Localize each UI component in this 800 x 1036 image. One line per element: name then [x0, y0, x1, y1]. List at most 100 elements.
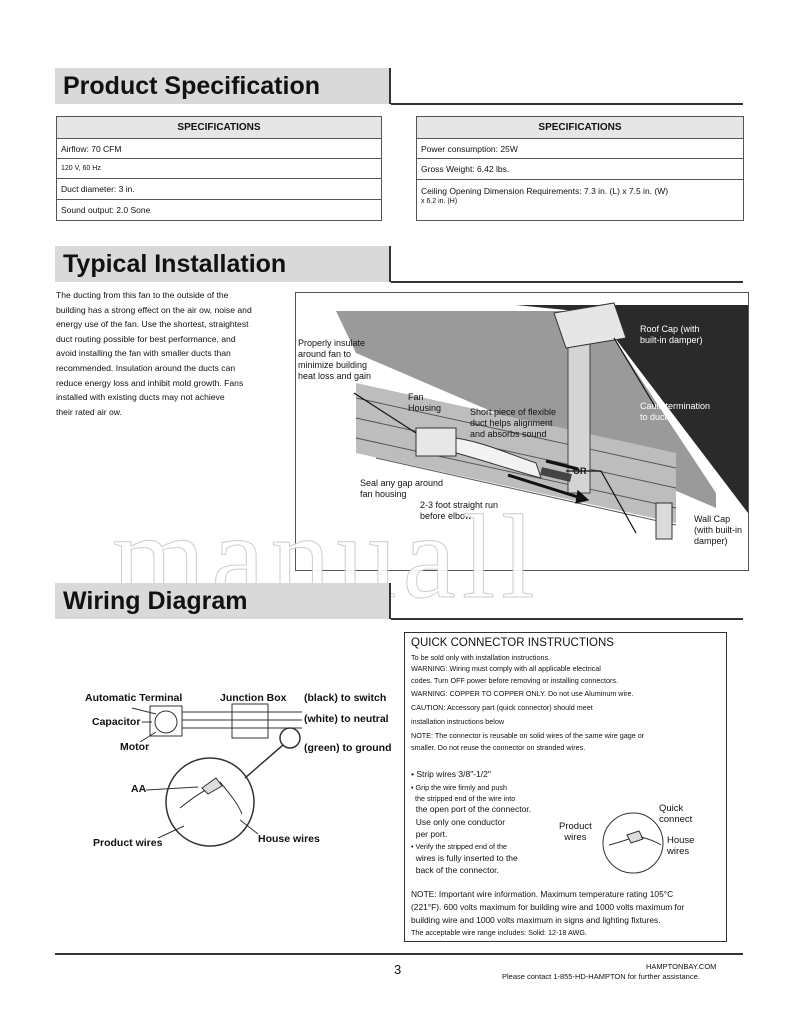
divider — [391, 281, 743, 283]
label-house-wires: House wires — [258, 833, 320, 845]
qc-note: The acceptable wire range includes: Soli… — [411, 928, 587, 937]
qc-step: the stripped end of the wire into — [411, 794, 516, 803]
callout-lines — [353, 337, 657, 534]
spec-table-header: SPECIFICATIONS — [417, 117, 743, 139]
qc-line: installation instructions below — [411, 717, 505, 726]
spec-row: Gross Weight: 6.42 lbs. — [417, 159, 743, 180]
qc-note: (221°F). 600 volts maximum for building … — [411, 902, 685, 912]
straight-run-duct — [540, 467, 572, 482]
spec-row: Ceiling Opening Dimension Requirements: … — [417, 180, 743, 221]
detail-leader — [244, 744, 284, 779]
qc-line: codes. Turn OFF power before removing or… — [411, 676, 618, 685]
attic-duct-illustration — [336, 302, 748, 540]
label-junction-box: Junction Box — [220, 692, 287, 704]
qc-step: wires is fully inserted to the — [411, 853, 518, 863]
label-caulk: Caulk termination to duct — [640, 401, 711, 422]
label-roof-cap: Roof Cap (with built-in damper) — [640, 324, 703, 345]
roof-cap — [553, 302, 627, 349]
section-header-product-specification: Product Specification — [55, 68, 391, 104]
quick-connect-figure — [602, 812, 664, 874]
quick-connector-instructions: QUICK CONNECTOR INSTRUCTIONS To be sold … — [404, 632, 727, 942]
label-white: (white) to neutral — [304, 713, 389, 725]
text-line: duct routing possible for best performan… — [56, 333, 236, 344]
flexible-duct — [455, 437, 542, 479]
section-header-typical-installation: Typical Installation — [55, 246, 391, 282]
label-seal: Seal any gap around fan housing — [360, 478, 444, 499]
qc-line: smaller. Do not reuse the connector on s… — [411, 743, 586, 752]
qc-line: WARNING: Wiring must comply with all app… — [411, 664, 601, 673]
section-title: Typical Installation — [63, 250, 287, 278]
label-black: (black) to switch — [304, 692, 387, 704]
qc-note: building wire and 1000 volts maximum in … — [411, 915, 661, 925]
qc-line: NOTE: The connector is reusable on solid… — [411, 731, 645, 740]
wires — [131, 707, 302, 743]
installation-illustration: Properly insulate around fan to minimize… — [295, 292, 749, 571]
house-wires-leader — [239, 819, 259, 835]
spec-row-line: Ceiling Opening Dimension Requirements: … — [421, 186, 669, 196]
spec-row: Power consumption: 25W — [417, 139, 743, 159]
label-wall-cap: Wall Cap (with built-in damper) — [694, 514, 743, 546]
wiring-diagram-svg — [131, 703, 302, 847]
product-wires-leader — [157, 825, 185, 839]
text-line: their rated air ow. — [56, 406, 122, 417]
divider — [391, 103, 743, 105]
label-capacitor: Capacitor — [92, 716, 141, 728]
detail-circle-small — [279, 727, 301, 749]
qc-step: per port. — [411, 829, 448, 839]
connector-body — [626, 830, 644, 844]
section-title: Product Specification — [63, 72, 320, 100]
label-product-wires: Product wires — [93, 837, 163, 849]
qc-step: • Strip wires 3/8"-1/2" — [411, 769, 491, 779]
wall-cap — [655, 502, 673, 540]
qc-note: NOTE: Important wire information. Maximu… — [411, 889, 674, 899]
spec-table-left: SPECIFICATIONS Airflow: 70 CFM 120 V, 60… — [56, 116, 382, 221]
page-number: 3 — [394, 962, 402, 977]
qc-step: the open port of the connector. — [411, 804, 532, 814]
label-short-piece: Short piece of flexible duct helps align… — [470, 407, 557, 439]
fig-label-house-wires: House wires — [667, 835, 695, 857]
quick-connector-title: QUICK CONNECTOR INSTRUCTIONS — [411, 637, 614, 649]
text-line: avoid installing the fan with smaller du… — [56, 348, 231, 359]
spec-row-line: x 6.2 in. (H) — [421, 198, 458, 205]
text-line: reduce energy loss and inhibit mold grow… — [56, 377, 244, 388]
capacitor-circle — [154, 710, 178, 734]
text-line: installed with existing ducts may not ac… — [56, 392, 225, 403]
spec-row: Duct diameter: 3 in. — [57, 179, 381, 200]
label-motor: Motor — [120, 741, 150, 753]
section-title: Wiring Diagram — [63, 587, 248, 615]
spec-table-right: SPECIFICATIONS Power consumption: 25W Gr… — [416, 116, 744, 221]
junction-box — [231, 703, 269, 739]
text-line: recommended. Insulation around the ducts… — [56, 362, 236, 373]
qc-step: • Grip the wire firmly and push — [411, 783, 507, 792]
roof-shape — [516, 305, 748, 513]
joists — [355, 397, 677, 526]
spec-row: 120 V, 60 Hz — [57, 159, 381, 179]
capacitor-box — [149, 705, 183, 737]
spec-row: Sound output: 2.0 Sone — [61, 205, 151, 215]
label-or: OR — [573, 466, 587, 476]
detail-wires — [179, 777, 243, 815]
detail-circle-large — [165, 757, 255, 847]
label-straight-run: 2-3 foot straight run before elbow — [420, 500, 499, 521]
installation-description: The ducting from this fan to the outside… — [56, 288, 274, 419]
fig-label-product-wires: Product wires — [559, 821, 592, 843]
fan-housing — [415, 427, 457, 457]
section-header-wiring-diagram: Wiring Diagram — [55, 583, 391, 619]
text-line: The ducting from this fan to the outside… — [56, 290, 229, 300]
house-wire-line — [640, 836, 662, 846]
qc-step: Use only one conductor — [411, 817, 506, 827]
qc-line: WARNING: COPPER TO COPPER ONLY. Do not u… — [411, 689, 634, 698]
connector-circle — [602, 812, 664, 874]
label-automatic-terminal: Automatic Terminal — [85, 692, 183, 704]
text-line: energy use of the fan. Use the shortest,… — [56, 319, 249, 330]
label-green: (green) to ground — [304, 742, 392, 754]
footer-rule — [55, 953, 743, 955]
fig-label-quick-connect: Quick connect — [659, 803, 693, 825]
qc-step: • Verify the stripped end of the — [411, 842, 508, 851]
qc-line: To be sold only with installation instru… — [411, 653, 551, 662]
footer-site: HAMPTONBAY.COM — [646, 962, 717, 971]
aa-leader — [145, 786, 199, 791]
divider — [391, 618, 743, 620]
qc-step: back of the connector. — [411, 865, 499, 875]
spec-row: Airflow: 70 CFM — [57, 139, 381, 159]
